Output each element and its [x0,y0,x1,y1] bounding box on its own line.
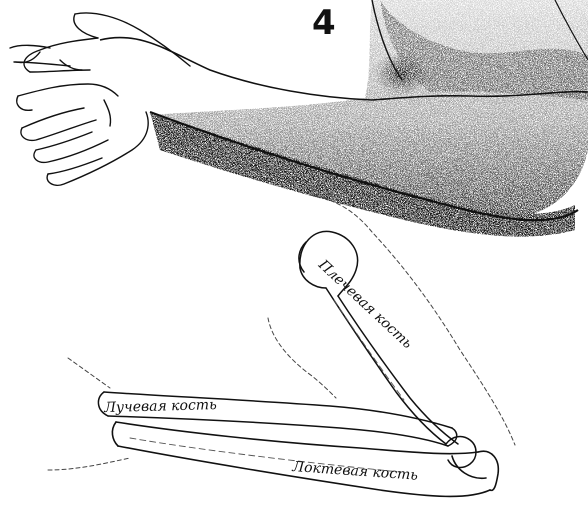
skin-outline-shoulder [268,318,336,398]
skin-outline-forearm-bottom [48,458,130,470]
hand-sketch [10,13,190,185]
skin-outline-forearm-top [68,358,110,388]
step-number: 4 [312,6,336,40]
sketched-arm [10,0,588,237]
radius-label: Лучевая кость [104,397,217,416]
bone-diagram [48,195,515,496]
